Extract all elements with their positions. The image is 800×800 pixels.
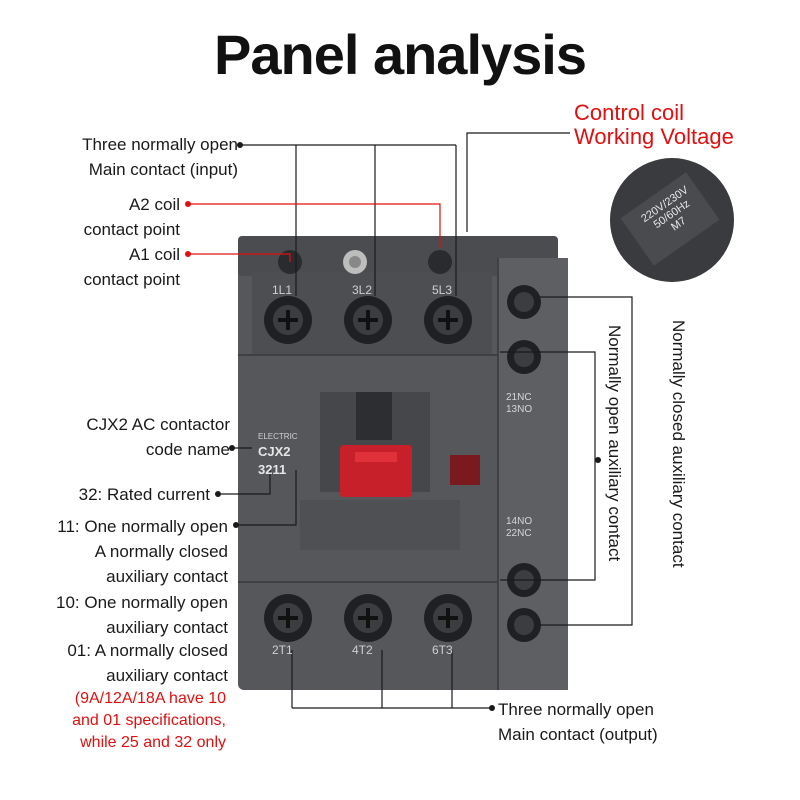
a2-line1: A2 coil [128,195,180,214]
aux11-line1: 11: One normally open [57,517,228,536]
terminal-4t2: 4T2 [352,643,373,657]
coil-voltage-line1: Control coil [574,100,685,125]
a1-line2: contact point [83,270,180,289]
contactor-top-cap [238,236,558,276]
spec-note-line3: while 25 and 32 only [80,734,226,751]
main-output-line2: Main contact (output) [498,725,658,744]
a2-label: A2 coil contact point [20,192,180,242]
main-input-line2: Main contact (input) [88,160,238,179]
main-input-label: Three normally open Main contact (input) [20,132,238,182]
aux10-line2: auxiliary contact [106,618,228,637]
no-aux-label: Normally open auxiliary contact [605,325,624,562]
aux01-line2: auxiliary contact [106,666,228,685]
aux-screws [507,285,541,642]
nc-aux-label: Normally closed auxiliary contact [669,320,688,568]
code-text: 3211 [258,462,287,477]
terminal-1l1: 1L1 [272,283,293,297]
terminal-6t3: 6T3 [432,643,453,657]
a2-line2: contact point [83,220,180,239]
spec-note-line2: and 01 specifications, [72,712,226,729]
code-line1: CJX2 AC contactor [86,415,230,434]
main-input-line1: Three normally open [82,135,238,154]
terminal-2t1: 2T1 [272,643,293,657]
bottom-screws [264,594,472,642]
code-label: CJX2 AC contactor code name [20,412,230,462]
aux11-label: 11: One normally open A normally closed … [20,514,228,589]
aux-label-14no: 14NO [506,516,533,527]
aux11-line2: A normally closed [94,542,228,561]
main-output-line1: Three normally open [498,700,654,719]
rated-label: 32: Rated current [78,485,210,504]
aux-label-22nc: 22NC [506,528,532,539]
model-text: CJX2 [258,444,291,459]
code-line2: code name [145,440,230,459]
main-output-label: Three normally open Main contact (output… [498,697,658,747]
terminal-5l3: 5L3 [432,283,453,297]
aux01-line1: 01: A normally closed [67,641,228,660]
aux10-line1: 10: One normally open [56,593,228,612]
brand-text: ELECTRIC [258,432,298,441]
spec-note-line1: (9A/12A/18A have 10 [74,690,226,707]
terminal-3l2: 3L2 [352,283,373,297]
coil-voltage-label: Control coil Working Voltage [574,101,734,149]
aux-label-21nc: 21NC [506,392,532,403]
aux01-label: 01: A normally closed auxiliary contact [20,638,228,688]
page-title: Panel analysis [213,23,587,86]
a1-line1: A1 coil [128,245,180,264]
aux-label-13no: 13NO [506,404,533,415]
aux11-line3: auxiliary contact [106,567,228,586]
coil-voltage-line2: Working Voltage [574,124,734,149]
spec-note: (9A/12A/18A have 10 and 01 specification… [20,688,226,754]
aux10-label: 10: One normally open auxiliary contact [20,590,228,640]
coil-voltage-inset [610,158,734,282]
a1-label: A1 coil contact point [20,242,180,292]
top-screws [264,296,472,344]
indicator-window [450,455,480,485]
